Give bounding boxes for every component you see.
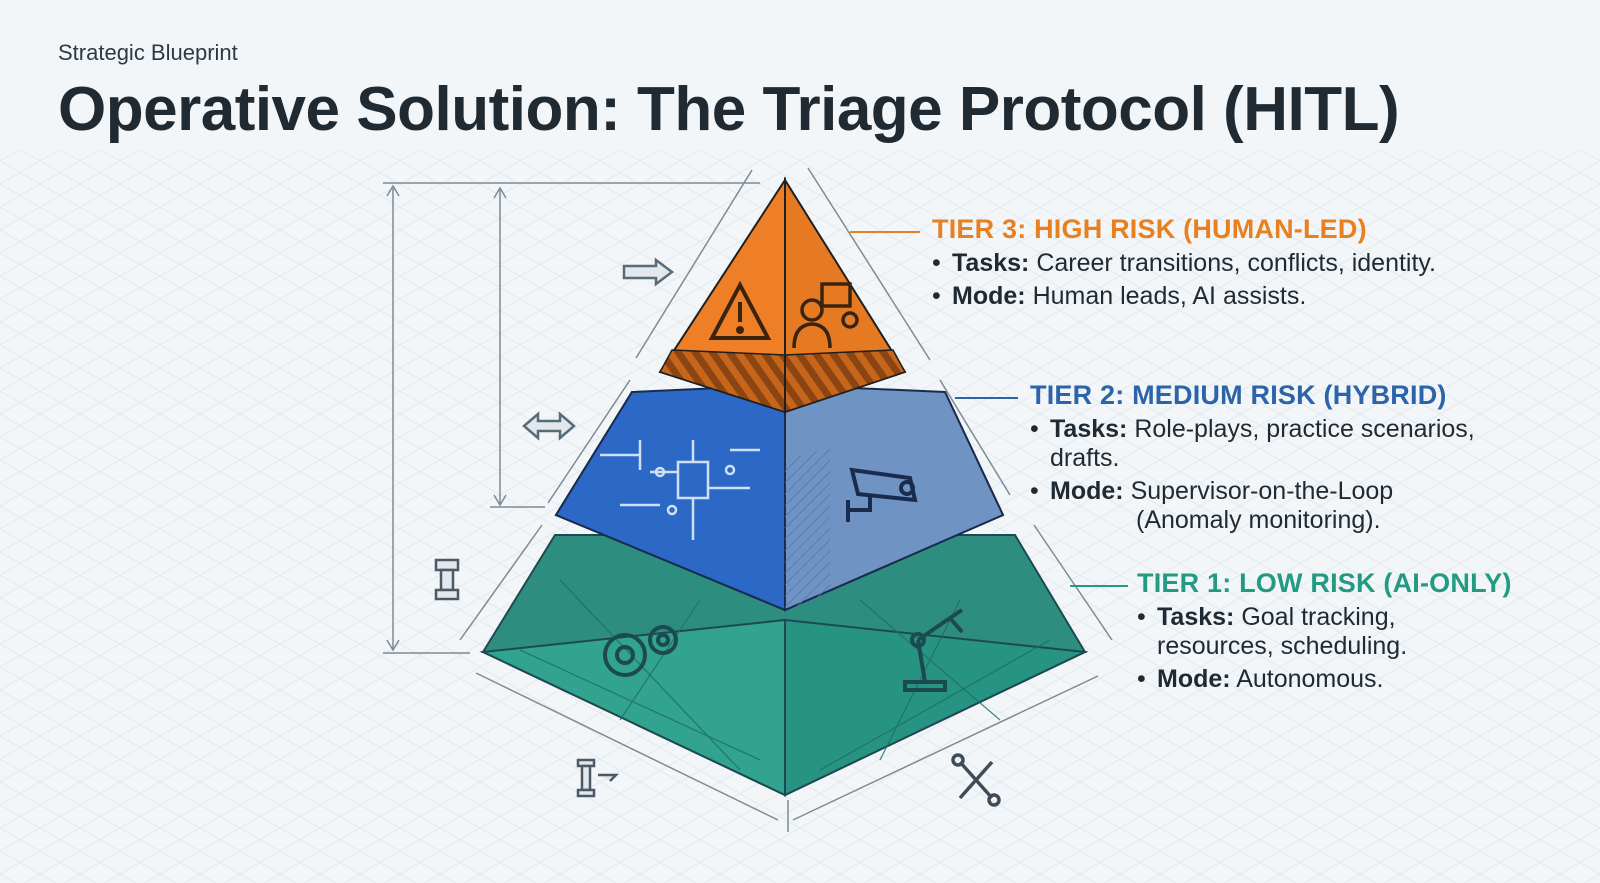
tier2-tasks-text: Role-plays, practice scenarios, — [1134, 415, 1475, 443]
page-title: Operative Solution: The Triage Protocol … — [58, 75, 1400, 144]
tier1-heading: TIER 1: LOW RISK (AI-ONLY) — [1137, 568, 1512, 598]
bolt-wrench-icon — [576, 758, 620, 798]
wrench-screwdriver-icon — [951, 753, 1001, 807]
surveillance-camera-icon — [846, 467, 918, 522]
tier3-block — [658, 176, 907, 414]
tier1-tasks-label: Tasks: — [1157, 603, 1235, 631]
warning-icon — [708, 280, 772, 340]
tier2-tasks-label: Tasks: — [1050, 415, 1128, 443]
dimension-lines — [383, 167, 1113, 832]
tier1-mode-label: Mode: — [1157, 665, 1231, 693]
tier3-tasks: Tasks: Career transitions, conflicts, id… — [932, 249, 1436, 278]
tier3-mode-text: Human leads, AI assists. — [1032, 282, 1307, 310]
tier3-heading: TIER 3: HIGH RISK (HUMAN-LED) — [932, 214, 1367, 244]
gears-icon — [603, 625, 678, 677]
tier2-label-group: TIER 2: MEDIUM RISK (HYBRID) Tasks: Role… — [1030, 380, 1475, 535]
right-arrow-icon — [622, 257, 675, 287]
tier1-tasks: Tasks: Goal tracking, resources, schedul… — [1137, 603, 1512, 661]
tier3-tasks-text: Career transitions, conflicts, identity. — [1036, 249, 1437, 277]
tier2-mode-label: Mode: — [1050, 477, 1124, 505]
tier1-label-group: TIER 1: LOW RISK (AI-ONLY) Tasks: Goal t… — [1137, 568, 1512, 694]
tier1-tasks-text-2: resources, scheduling. — [1157, 632, 1408, 660]
tier1-mode-text: Autonomous. — [1236, 665, 1384, 693]
tier2-tasks: Tasks: Role-plays, practice scenarios, d… — [1030, 415, 1475, 473]
tier1-tasks-text: Goal tracking, — [1241, 603, 1396, 631]
tier2-block — [554, 383, 1005, 612]
tier2-mode-text-2: (Anomaly monitoring). — [1136, 506, 1381, 534]
tier2-tasks-text-2: drafts. — [1050, 444, 1120, 472]
eyebrow-label: Strategic Blueprint — [58, 40, 238, 65]
human-ai-icon — [792, 282, 859, 349]
tier3-mode-label: Mode: — [952, 282, 1026, 310]
double-arrow-icon — [522, 411, 576, 441]
tier2-mode-text: Supervisor-on-the-Loop — [1130, 477, 1394, 505]
robot-arm-icon — [903, 608, 964, 692]
bolt-icon — [434, 558, 460, 601]
tier2-mode: Mode: Supervisor-on-the-Loop (Anomaly mo… — [1030, 477, 1475, 535]
tier3-label-group: TIER 3: HIGH RISK (HUMAN-LED) Tasks: Car… — [932, 214, 1436, 311]
circuit-chip-icon — [600, 440, 760, 540]
tier2-heading: TIER 2: MEDIUM RISK (HYBRID) — [1030, 380, 1447, 410]
tier1-mode: Mode: Autonomous. — [1137, 665, 1512, 694]
tier3-tasks-label: Tasks: — [952, 249, 1030, 277]
tier3-mode: Mode: Human leads, AI assists. — [932, 282, 1436, 311]
